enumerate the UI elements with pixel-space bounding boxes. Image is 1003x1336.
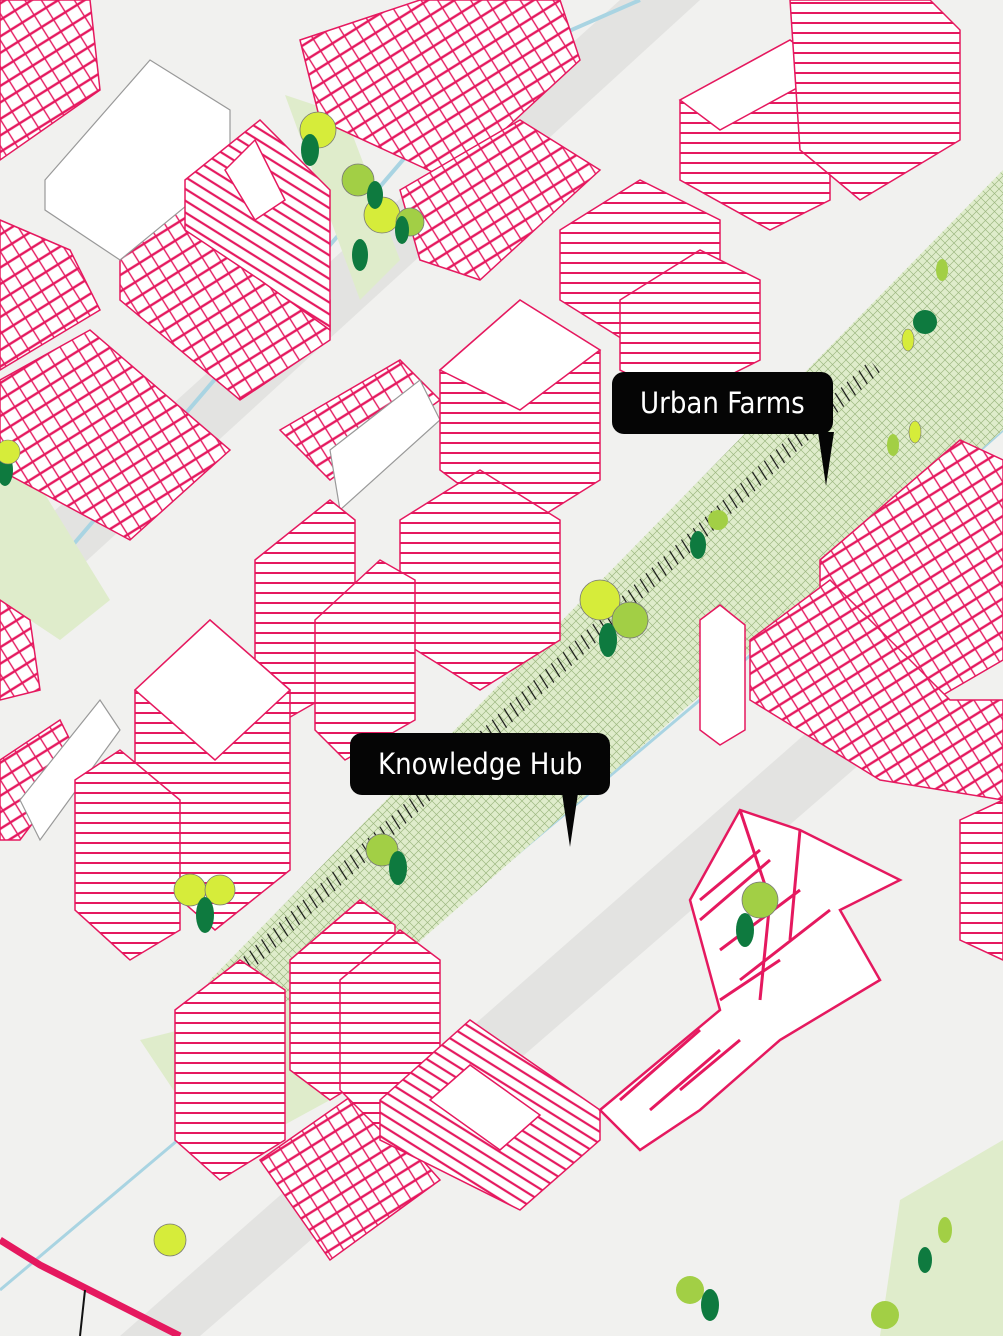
route-line [0,1237,182,1336]
callout-pointer-icon [818,432,834,486]
callout-urban-farms[interactable]: Urban Farms [612,372,834,486]
callout-knowledge-hub[interactable]: Knowledge Hub [350,733,611,847]
courtyard-blocks [184,118,601,1211]
green-pocket [0,470,110,640]
callout-label: Knowledge Hub [378,747,583,781]
knowledge-hub-building [598,808,903,1152]
callout-label: Urban Farms [640,386,805,420]
existing-blocks [19,59,441,842]
tree-icon [0,111,952,1329]
towers [74,0,1003,1181]
callout-pointer-icon [562,793,578,847]
callout-pointer-icon [79,1289,86,1336]
